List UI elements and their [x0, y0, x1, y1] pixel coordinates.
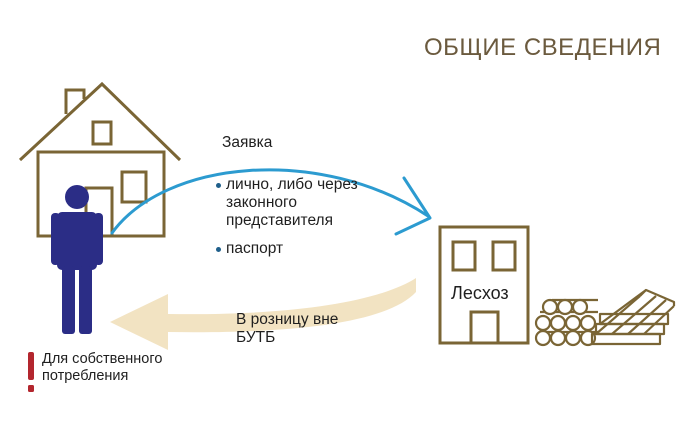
retail-label: В розницу вне БУТБ	[236, 311, 339, 346]
retail-arrow	[110, 278, 416, 350]
request-item-passport: паспорт	[216, 240, 376, 258]
forestry-building-icon	[438, 225, 530, 345]
request-label: Заявка	[222, 134, 273, 151]
request-requirements-list: лично, либо через законного представител…	[216, 176, 376, 268]
request-arrow	[110, 168, 432, 236]
lumber-stack-icon	[590, 288, 676, 346]
request-item-in-person: лично, либо через законного представител…	[216, 176, 376, 230]
forestry-label: Лесхоз	[451, 283, 509, 303]
own-consumption-note: Для собственного потребления	[42, 351, 163, 384]
person-icon	[51, 185, 103, 334]
exclamation-icon	[28, 352, 34, 392]
page-title: ОБЩИЕ СВЕДЕНИЯ	[424, 34, 662, 61]
log-pile-icon	[534, 298, 598, 347]
